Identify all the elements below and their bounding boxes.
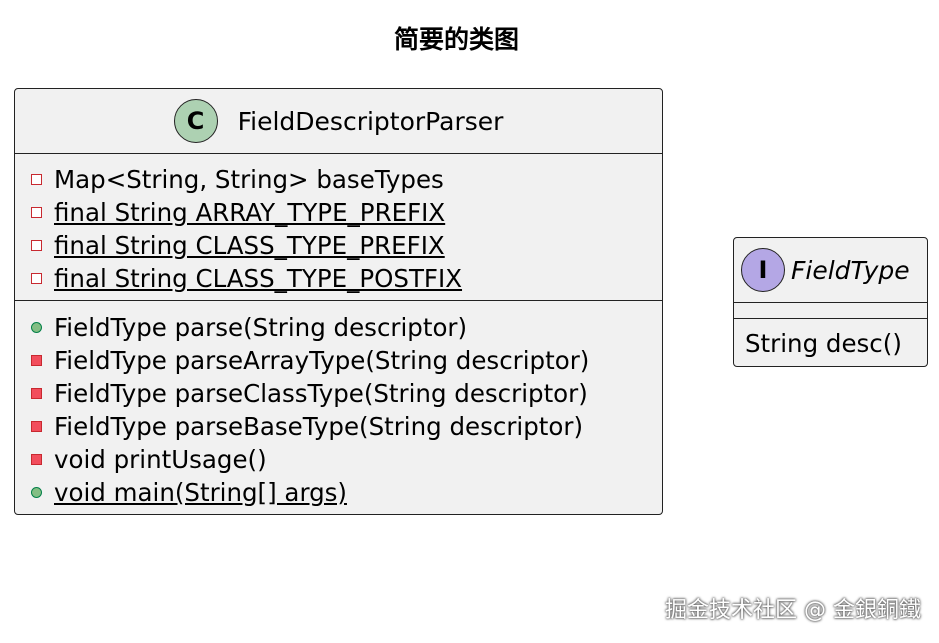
interface-name: FieldType: [791, 255, 910, 285]
field-text: final String ARRAY_TYPE_PREFIX: [54, 198, 446, 227]
watermark: 掘金技术社区 @ 金銀銅鐵: [665, 598, 921, 623]
method-row: void printUsage(): [15, 443, 662, 476]
private-field-icon: [31, 273, 42, 284]
private-field-icon: [31, 240, 42, 251]
interface-box[interactable]: I FieldType String desc(): [733, 237, 928, 367]
class-header-divider: [15, 153, 662, 154]
fields-methods-divider: [15, 300, 662, 301]
class-stereotype-icon: C: [173, 99, 218, 143]
public-method-icon: [31, 322, 42, 333]
interface-stereotype-icon: I: [741, 248, 785, 292]
method-text: FieldType parseBaseType(String descripto…: [54, 412, 583, 441]
class-header: C FieldDescriptorParser: [15, 89, 662, 153]
public-method-icon: [31, 487, 42, 498]
interface-header-divider: [734, 302, 927, 303]
method-text: FieldType parseClassType(String descript…: [54, 379, 588, 408]
method-row: FieldType parseArrayType(String descript…: [15, 344, 662, 377]
method-text: void printUsage(): [54, 445, 267, 474]
method-row: FieldType parse(String descriptor): [15, 311, 662, 344]
method-row: FieldType parseBaseType(String descripto…: [15, 410, 662, 443]
method-text: FieldType parse(String descriptor): [54, 313, 468, 342]
method-row: void main(String[] args): [15, 476, 662, 509]
private-method-icon: [31, 421, 42, 432]
field-row: final String CLASS_TYPE_POSTFIX: [15, 262, 662, 295]
interface-header: I FieldType: [734, 238, 927, 302]
private-method-icon: [31, 388, 42, 399]
private-field-icon: [31, 207, 42, 218]
field-row: final String ARRAY_TYPE_PREFIX: [15, 196, 662, 229]
method-text: void main(String[] args): [54, 478, 347, 507]
private-field-icon: [31, 174, 42, 185]
field-row: Map<String, String> baseTypes: [15, 163, 662, 196]
class-box[interactable]: C FieldDescriptorParser Map<String, Stri…: [14, 88, 663, 515]
field-row: final String CLASS_TYPE_PREFIX: [15, 229, 662, 262]
field-text: final String CLASS_TYPE_PREFIX: [54, 231, 445, 260]
field-list: Map<String, String> baseTypes final Stri…: [15, 163, 662, 295]
interface-method-list: String desc(): [734, 327, 927, 360]
method-row: FieldType parseClassType(String descript…: [15, 377, 662, 410]
private-method-icon: [31, 355, 42, 366]
method-text: FieldType parseArrayType(String descript…: [54, 346, 590, 375]
interface-method-row: String desc(): [745, 329, 902, 358]
field-text: Map<String, String> baseTypes: [54, 165, 444, 194]
class-name: FieldDescriptorParser: [237, 106, 504, 136]
method-list: FieldType parse(String descriptor) Field…: [15, 311, 662, 509]
field-text: final String CLASS_TYPE_POSTFIX: [54, 264, 463, 293]
diagram-title: 简要的类图: [393, 25, 519, 54]
interface-fields-divider: [734, 318, 927, 319]
private-method-icon: [31, 454, 42, 465]
